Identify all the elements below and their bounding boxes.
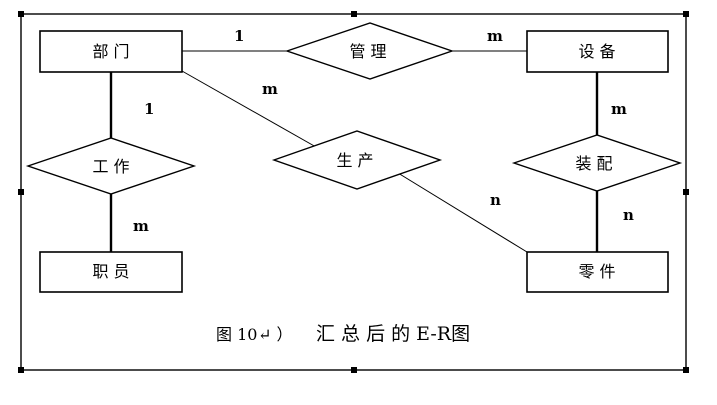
entity-department[interactable]: 部 门: [39, 30, 183, 73]
caption-title: 汇 总 后 的 E-R图: [316, 323, 470, 345]
cardinality-manage-equip: m: [487, 27, 503, 45]
handle-top-left[interactable]: [18, 11, 24, 17]
cardinality-equip-assemble: m: [611, 100, 627, 118]
relationship-produce-label: 生 产: [336, 151, 373, 170]
relationship-work-label: 工 作: [92, 157, 129, 176]
relationship-work[interactable]: 工 作: [25, 137, 197, 195]
handle-bottom-left[interactable]: [18, 367, 24, 373]
handle-top-right[interactable]: [683, 11, 689, 17]
relationship-assemble[interactable]: 装 配: [511, 134, 683, 192]
figure-caption: 图 10 ↵ ） 汇 总 后 的 E-R图: [216, 323, 470, 345]
cardinality-dept-work: 1: [144, 100, 154, 118]
entity-staff-label: 职 员: [92, 262, 129, 281]
handle-middle-left[interactable]: [18, 189, 24, 195]
relationship-assemble-label: 装 配: [575, 154, 612, 173]
handle-bottom-middle[interactable]: [351, 367, 357, 373]
cardinality-assemble-parts: n: [623, 206, 634, 224]
relationship-manage[interactable]: 管 理: [284, 22, 455, 80]
line-produce-parts: [397, 172, 528, 253]
line-dept-produce: [181, 70, 317, 148]
entity-equipment-label: 设 备: [578, 42, 615, 61]
cardinality-dept-produce: m: [262, 80, 278, 98]
entity-parts[interactable]: 零 件: [526, 251, 669, 293]
handle-top-middle[interactable]: [351, 11, 357, 17]
caption-paragraph-mark: ↵ ）: [258, 325, 293, 344]
handle-middle-right[interactable]: [683, 189, 689, 195]
relationship-produce[interactable]: 生 产: [271, 130, 443, 190]
caption-figure-number: 图 10: [216, 325, 257, 344]
handle-bottom-right[interactable]: [683, 367, 689, 373]
entity-parts-label: 零 件: [578, 262, 615, 281]
entity-equipment[interactable]: 设 备: [526, 30, 669, 73]
cardinality-dept-manage: 1: [234, 27, 244, 45]
cardinality-work-staff: m: [133, 217, 149, 235]
entity-department-label: 部 门: [92, 42, 129, 61]
relationship-manage-label: 管 理: [349, 42, 386, 61]
selection-handles[interactable]: [18, 11, 689, 373]
entity-staff[interactable]: 职 员: [39, 251, 183, 293]
cardinality-produce-parts: n: [490, 191, 501, 209]
